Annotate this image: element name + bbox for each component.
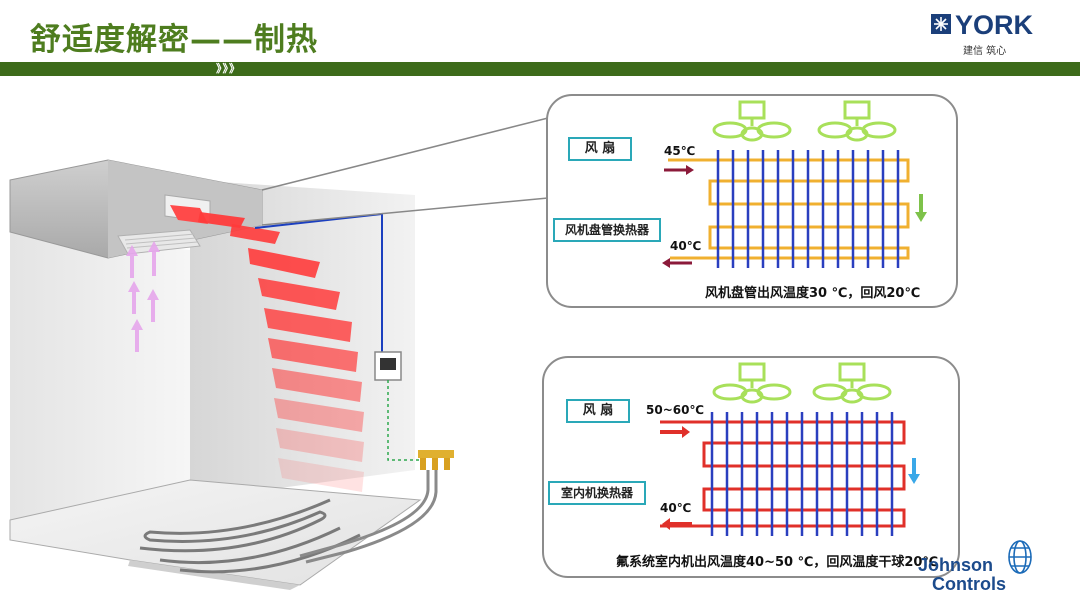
sensor-wire [387, 380, 420, 461]
outlet-temp-2: 40℃ [660, 501, 692, 515]
brand-line-1: Johnson [918, 555, 993, 575]
floor-manifold [418, 450, 454, 458]
inlet-arrow-icon-2 [660, 426, 690, 438]
blue-tube-grid-2 [710, 412, 894, 536]
indoor-unit-caption: 氟系统室内机出风温度40~50 ℃，回风温度干球20℃ [616, 555, 939, 570]
back-wall [190, 180, 415, 500]
fan-label-2: 风 扇 [566, 399, 630, 423]
flow-down-arrow-icon-2 [908, 458, 920, 484]
outlet-arrow-icon-2 [662, 518, 692, 530]
flow-down-arrow-icon [915, 194, 927, 222]
left-wall [10, 230, 190, 520]
rising-air-arrows [126, 241, 160, 352]
snowflake-icon [931, 14, 951, 34]
fan-unit-1 [712, 100, 792, 142]
inlet-temp: 45℃ [664, 144, 696, 158]
brand-line-2: Controls [932, 574, 1006, 594]
orange-coil [668, 158, 910, 260]
fan-coil-panel [546, 94, 958, 308]
johnson-controls-logo: Johnson Controls [918, 556, 1006, 594]
red-coil [660, 420, 906, 528]
fan-coil-caption: 风机盘管出风温度30 ℃，回风20℃ [705, 286, 921, 301]
logo-tagline: 建信 筑心 [963, 46, 1007, 57]
chevron-decoration: 》》》 [216, 62, 241, 75]
fan-unit-3 [712, 362, 792, 404]
coil-label: 风机盘管换热器 [553, 218, 661, 242]
fan-label: 风 扇 [568, 137, 632, 161]
outlet-arrow-icon [662, 258, 692, 268]
thermostat-panel [374, 351, 402, 381]
manifold-pipes [299, 470, 430, 558]
header-band [0, 62, 1080, 76]
air-grille [117, 229, 201, 255]
fan-unit-2 [817, 100, 897, 142]
fan-unit-4 [812, 362, 892, 404]
inlet-arrow-icon [664, 165, 694, 175]
indoor-coil-label: 室内机换热器 [548, 481, 646, 505]
outlet-temp: 40℃ [670, 239, 702, 253]
warm-air-stripes [198, 212, 364, 492]
blue-tube-grid [716, 150, 900, 268]
york-logo: YORK [955, 10, 1034, 40]
inlet-temp-2: 50~60℃ [646, 403, 704, 417]
page-title: 舒适度解密——制热 [30, 22, 318, 58]
callout-line [261, 117, 549, 191]
